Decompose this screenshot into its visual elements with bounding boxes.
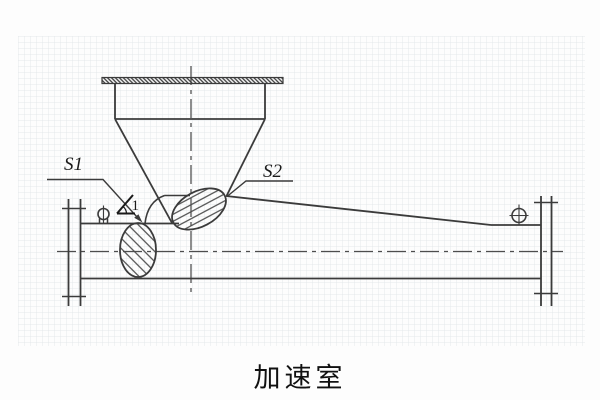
angle-number-label: 1 [132, 198, 140, 214]
left-flange [62, 199, 86, 306]
hopper-cone-right-wall [225, 118, 266, 197]
corner-fillet-arc [144, 194, 165, 224]
right-bolt [509, 204, 529, 225]
hopper-cone-left-wall [114, 118, 173, 224]
throat-corner-detail [144, 194, 190, 224]
angle-callout: 1 [116, 194, 140, 215]
right-flange [534, 196, 558, 306]
angle-symbol-arc [122, 206, 128, 214]
hopper [101, 76, 284, 224]
s2-callout: S2 [226, 161, 293, 198]
pipe-body [80, 195, 541, 280]
weld-section-s2 [171, 187, 227, 231]
s2-leader-line [226, 180, 293, 198]
left-bolt [97, 205, 110, 224]
weld-section-s1 [119, 222, 157, 278]
s2-label: S2 [263, 161, 283, 182]
hopper-top-flange-plate [101, 76, 284, 85]
drawing-caption: 加速室 [253, 363, 347, 393]
angle-symbol-diagonal-stroke [116, 194, 134, 215]
s1-leader-line [47, 178, 139, 218]
pipe-taper-top-line [225, 195, 492, 226]
s1-leader-arrowhead [134, 214, 143, 223]
weld-section-s2-outline [171, 187, 227, 231]
s1-label: S1 [64, 154, 83, 175]
s1-callout: S1 [47, 154, 143, 223]
